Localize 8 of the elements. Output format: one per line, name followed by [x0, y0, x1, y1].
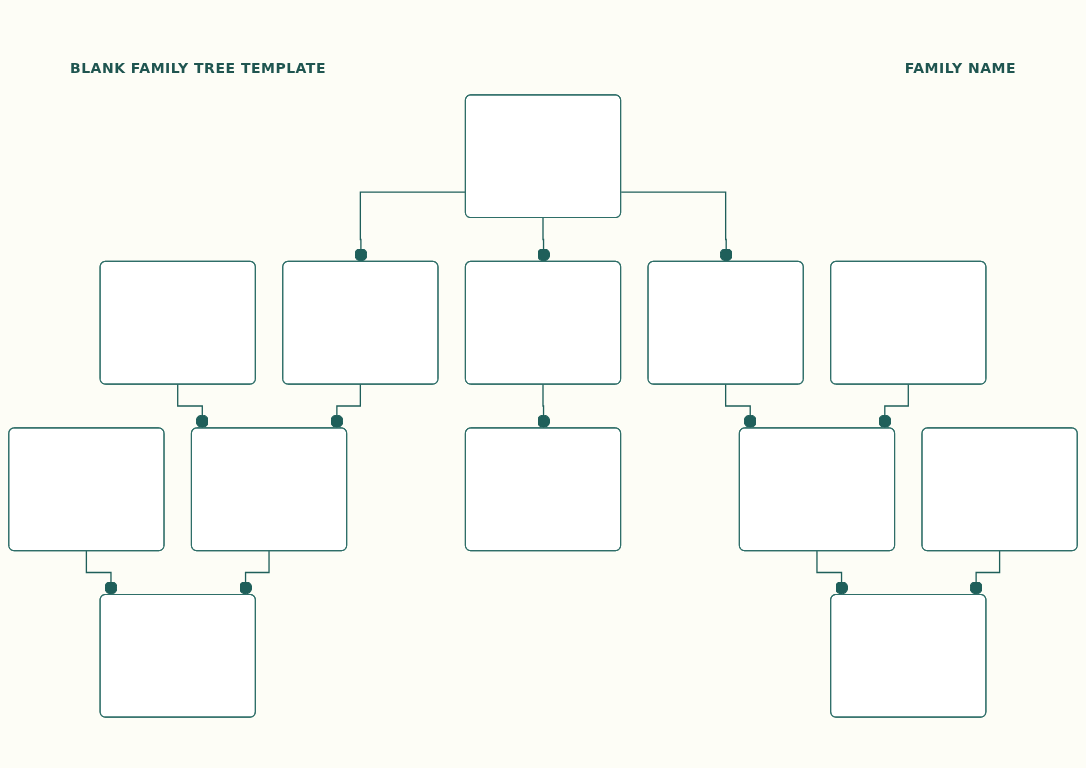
connector: [85, 550, 118, 596]
family-name-label: FAMILY NAME: [904, 60, 1016, 76]
title: BLANK FAMILY TREE TEMPLATE: [70, 60, 326, 76]
connector: [238, 550, 271, 596]
connector: [816, 550, 849, 596]
connector: [620, 191, 733, 263]
connector: [536, 217, 551, 263]
connector: [969, 550, 1001, 596]
